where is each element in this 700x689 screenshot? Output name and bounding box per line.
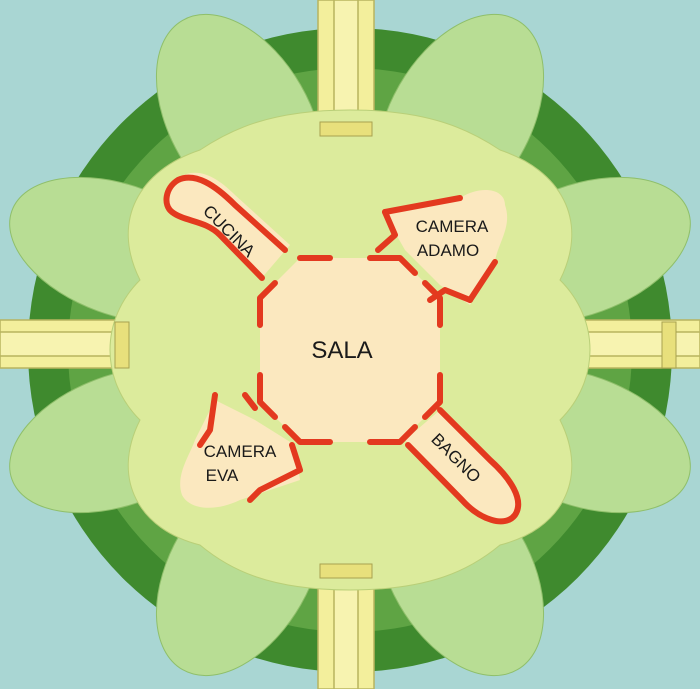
rooms bbox=[164, 172, 519, 523]
label-camera-adamo-1: CAMERA bbox=[416, 217, 489, 236]
stepping-pads bbox=[114, 121, 677, 579]
label-camera-eva-1: CAMERA bbox=[204, 442, 277, 461]
room-bagno bbox=[405, 410, 519, 523]
room-cucina bbox=[164, 172, 290, 280]
label-camera-eva-2: EVA bbox=[206, 466, 239, 485]
walls bbox=[163, 174, 522, 525]
label-camera-adamo-2: ADAMO bbox=[417, 241, 479, 260]
label-sala: SALA bbox=[311, 337, 372, 364]
room-sala bbox=[260, 258, 440, 442]
room-camera-adamo bbox=[385, 189, 508, 305]
